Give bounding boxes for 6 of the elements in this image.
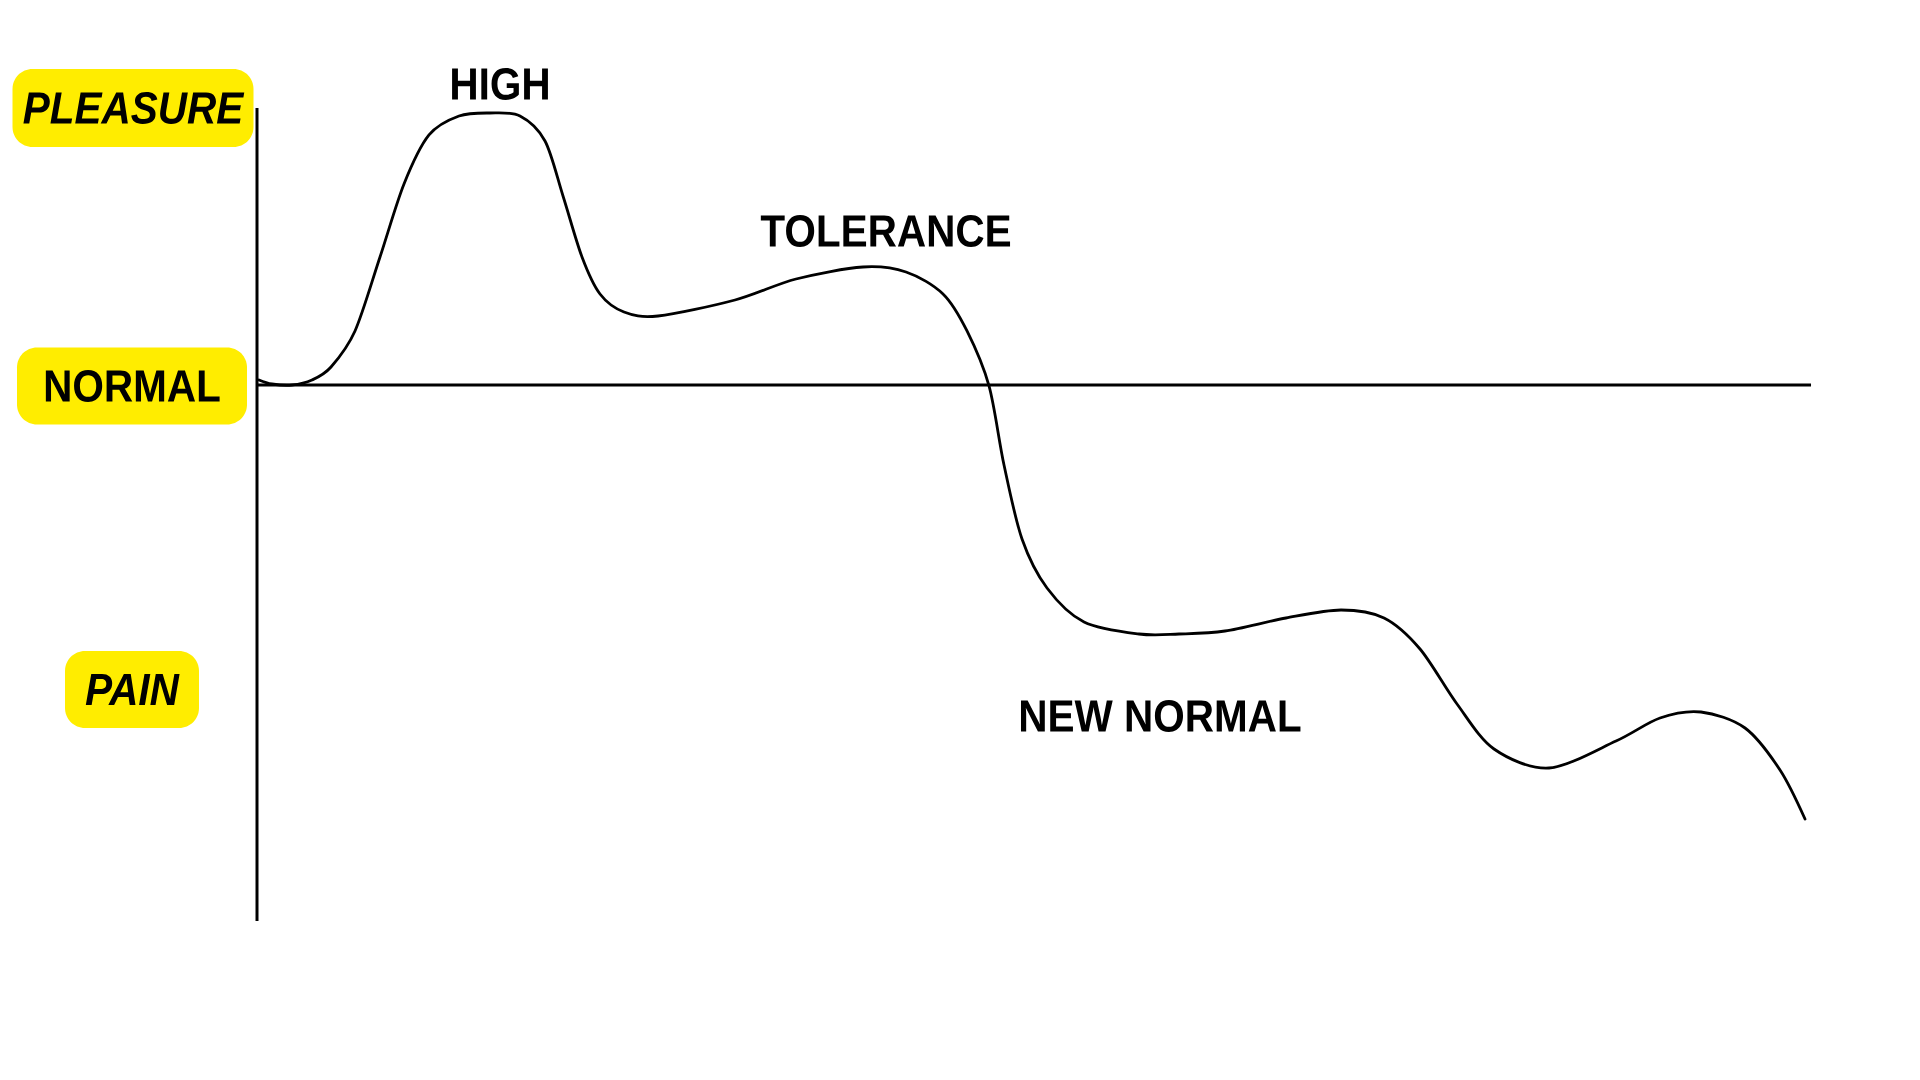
level-tag: NORMAL	[17, 347, 247, 425]
level-tag: PAIN	[65, 651, 199, 728]
level-tag: PLEASURE	[12, 69, 254, 147]
curve-label: HIGH	[452, 68, 548, 100]
curve-label: TOLERANCE	[760, 215, 1011, 247]
curve-label: NEW NORMAL	[1021, 700, 1301, 732]
